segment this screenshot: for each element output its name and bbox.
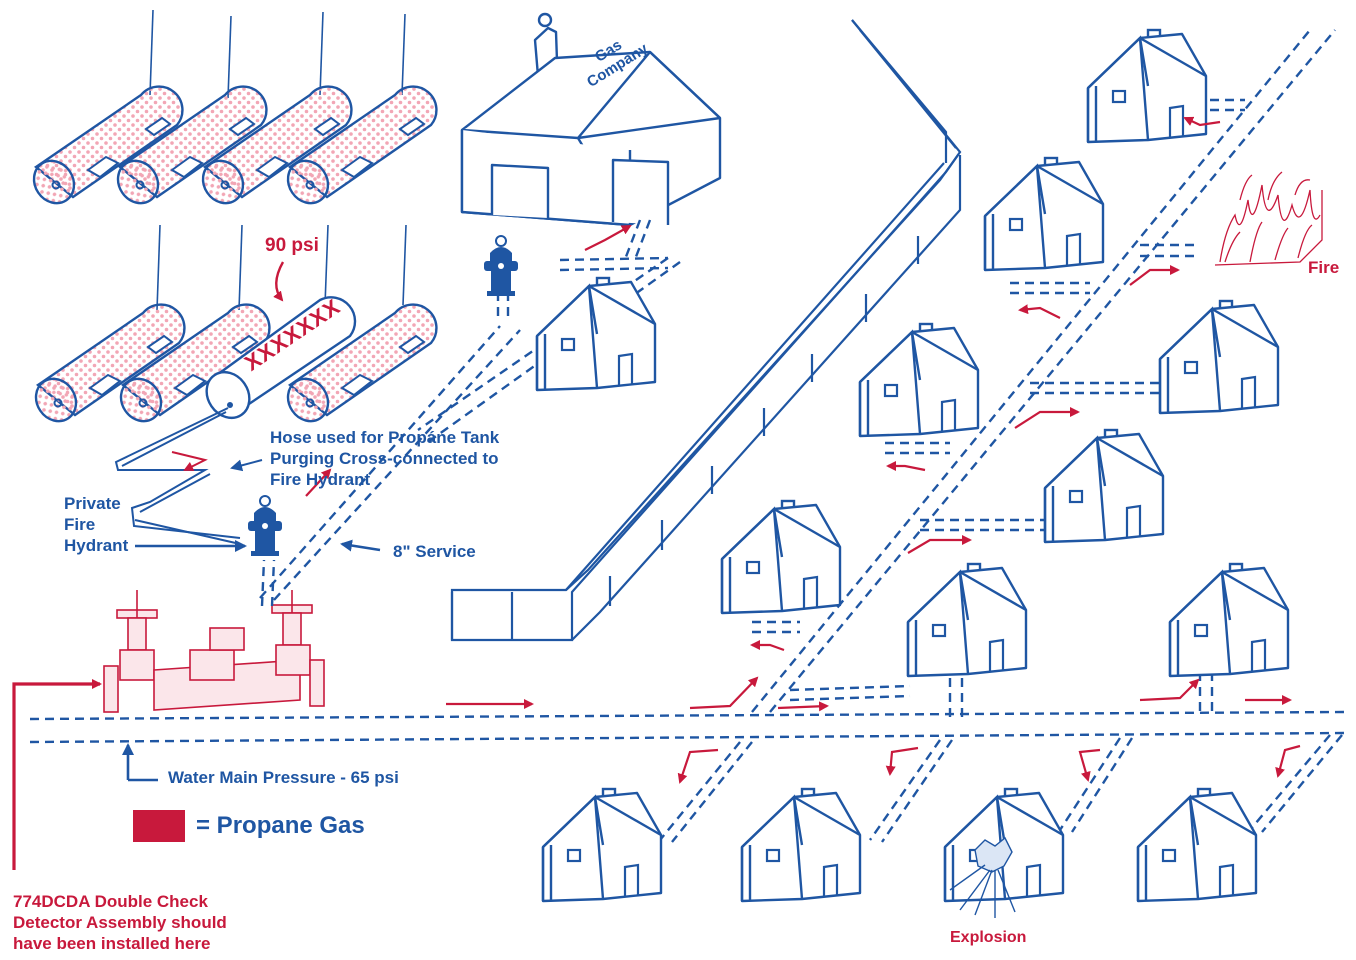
house-icon	[740, 787, 862, 903]
purged-propane-tank	[205, 296, 357, 420]
service-label: 8" Service	[393, 542, 476, 561]
pressure-arrow	[273, 261, 285, 302]
hose-label: Hose used for Propáne Tank Purging Cross…	[270, 428, 500, 489]
backflow-valve-icon	[103, 590, 325, 713]
house-icon	[906, 562, 1028, 678]
gas-company-building-icon	[460, 12, 722, 227]
house-icon	[1168, 562, 1290, 678]
fire-hydrant-icon	[247, 495, 283, 557]
house-icon	[1086, 28, 1208, 144]
house-icon	[983, 156, 1105, 272]
private-hydrant-label: Private Fire Hydrant	[64, 494, 129, 555]
water-main-label: Water Main Pressure - 65 psi	[168, 768, 399, 787]
explosion-label: Explosion	[950, 929, 1027, 946]
house-icon	[858, 322, 980, 438]
propane-legend-swatch	[133, 810, 185, 842]
flow-arrow-icon	[12, 116, 1301, 870]
fire-label: Fire	[1308, 258, 1340, 277]
house-icon	[1136, 787, 1258, 903]
house-icon	[1158, 299, 1280, 415]
house-icon	[535, 276, 657, 392]
purge-hose	[114, 407, 241, 539]
fire-icon	[1214, 171, 1323, 266]
fire-hydrant-icon	[483, 235, 519, 297]
propane-legend-label: = Propane Gas	[196, 812, 365, 839]
psi-90-label: 90 psi	[265, 235, 319, 256]
tank-hanger-wires	[149, 9, 407, 311]
house-icon	[1043, 428, 1165, 544]
boundary-wall	[450, 19, 962, 642]
house-icon	[541, 787, 663, 903]
assembly-note: 774DCDA Double Check Detector Assembly s…	[13, 892, 227, 953]
explosion-icon	[949, 836, 1016, 918]
house-icon	[720, 499, 842, 615]
